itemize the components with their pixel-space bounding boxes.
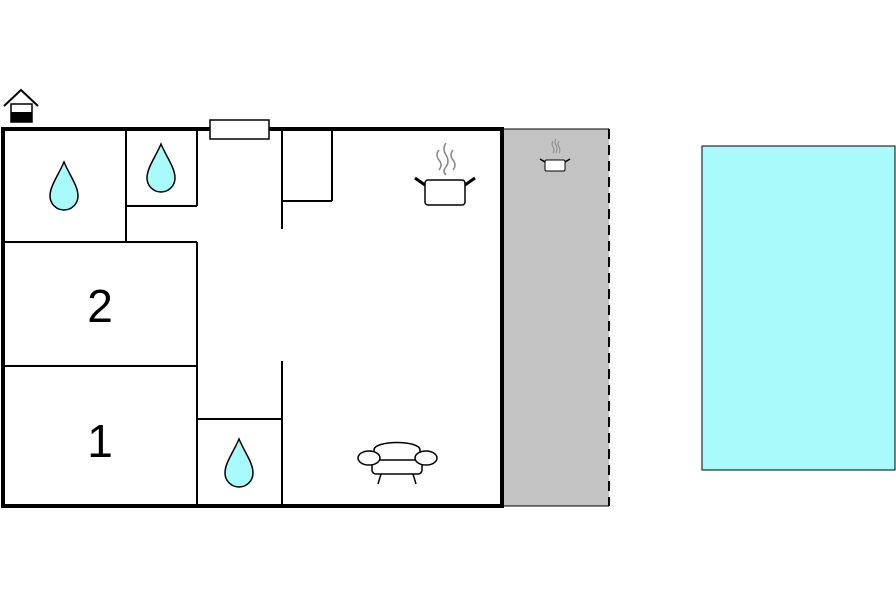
pool — [701, 145, 896, 471]
terrace — [503, 129, 609, 506]
window — [209, 119, 270, 140]
house-entrance-icon — [3, 88, 39, 123]
room-label-2: 2 — [87, 280, 113, 332]
water-drop-icon — [49, 160, 79, 211]
steaming-pot-icon — [539, 138, 571, 172]
room-label-1: 1 — [87, 415, 113, 467]
water-drop-icon — [224, 437, 254, 488]
steaming-pot-icon — [414, 142, 476, 206]
water-drop-icon — [146, 142, 176, 193]
armchair-icon — [357, 441, 438, 485]
interior-walls — [3, 129, 333, 506]
